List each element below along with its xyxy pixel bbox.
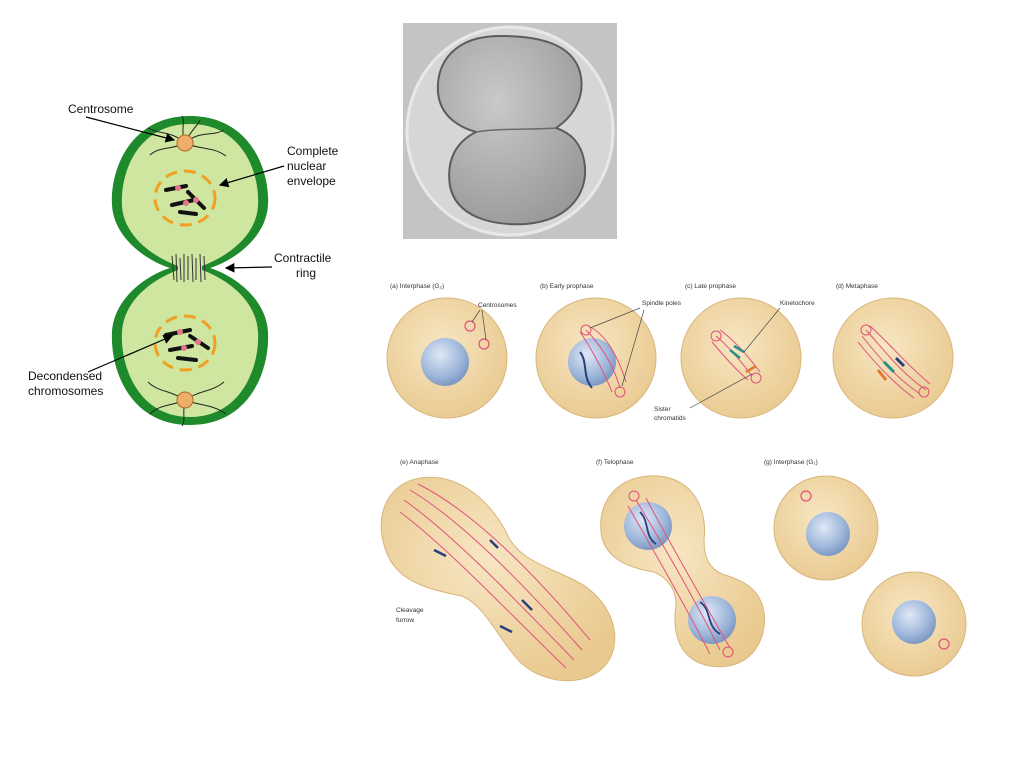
contractile-ring xyxy=(171,253,206,283)
phase-g-nucleus-top xyxy=(806,512,850,556)
phase-a-nucleus xyxy=(421,338,469,386)
phase-e-cell xyxy=(380,476,616,682)
label-centrosome: Centrosome xyxy=(68,102,134,116)
label-decondensed-1: Decondensed xyxy=(28,369,102,383)
phase-c-title: (c) Late prophase xyxy=(685,283,736,290)
phase-b-title: (b) Early prophase xyxy=(540,283,594,290)
label-contractile-ring-2: ring xyxy=(296,266,316,280)
phase-e-callout-furrow: furrow xyxy=(396,617,414,624)
phase-c-callout-chromatids: chromatids xyxy=(654,415,687,422)
dividing-cell-cytoplasm xyxy=(121,124,259,417)
phase-e-title: (e) Anaphase xyxy=(400,459,439,466)
phase-g-nucleus-bottom xyxy=(892,600,936,644)
phase-e-spindle xyxy=(399,483,591,669)
label-nuclear-envelope-1: Complete xyxy=(287,144,339,158)
label-contractile-ring-1: Contractile xyxy=(274,251,332,265)
mitosis-phase-panels: (a) Interphase (G₂) Centrosomes (b) Earl… xyxy=(380,283,967,682)
phase-c-callout-kinetochore: Kinetochore xyxy=(780,300,815,307)
phase-c-cell xyxy=(680,297,802,419)
cleavage-micrograph xyxy=(403,23,617,239)
top-nuclear-envelope xyxy=(153,169,217,227)
bottom-nuclear-envelope xyxy=(153,314,217,372)
phase-a-title: (a) Interphase (G₂) xyxy=(390,283,444,290)
phase-d-cell xyxy=(832,297,954,419)
phase-d-chromosomes xyxy=(876,356,906,381)
label-nuclear-envelope-2: nuclear xyxy=(287,159,326,173)
phase-b-spindle xyxy=(579,324,627,398)
phase-f-nucleus-bottom xyxy=(688,596,736,644)
phase-a-callout-centrosomes: Centrosomes xyxy=(478,302,517,309)
plant-cell-cytokinesis-diagram: Centrosome Complete nuclear envelope Con… xyxy=(28,102,339,427)
phase-f-title: (f) Telophase xyxy=(596,459,634,466)
phase-c-callout-sister: Sister xyxy=(654,406,671,413)
phase-b-callout-spindle-poles: Spindle poles xyxy=(642,300,682,307)
label-nuclear-envelope-3: envelope xyxy=(287,174,336,188)
phase-f-nucleus-top xyxy=(624,502,672,550)
phase-g-title: (g) Interphase (G₁) xyxy=(764,459,818,466)
phase-d-title: (d) Metaphase xyxy=(836,283,878,290)
phase-a-centrosomes xyxy=(464,320,490,350)
phase-b-nucleus xyxy=(568,338,616,386)
label-decondensed-2: chromosomes xyxy=(28,384,103,398)
top-centrosome-body xyxy=(176,134,194,152)
bottom-centrosome-body xyxy=(176,391,194,409)
phase-f-spindle xyxy=(627,490,734,658)
phase-e-callout-cleavage: Cleavage xyxy=(396,607,424,614)
phase-f-cell xyxy=(600,475,766,668)
